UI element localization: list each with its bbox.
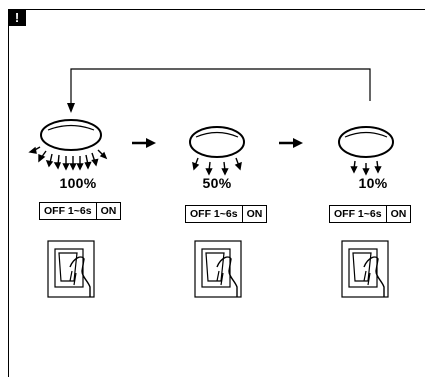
off-duration-label: OFF 1~6s — [40, 203, 97, 219]
brightness-level-100: 100% — [38, 175, 118, 191]
ceiling-lamp-icon — [190, 127, 244, 157]
warning-badge-text: ! — [8, 9, 26, 26]
switch-sequence-label: OFF 1~6s ON — [39, 202, 121, 220]
light-rays-10 — [352, 161, 381, 174]
diagram-frame — [8, 9, 425, 377]
switch-sequence-label: OFF 1~6s ON — [185, 205, 267, 223]
off-duration-label: OFF 1~6s — [330, 206, 387, 222]
hand-pressing-switch-icon — [342, 241, 388, 297]
brightness-level-10: 10% — [333, 175, 413, 191]
right-arrow-icon — [279, 138, 303, 148]
on-label: ON — [387, 206, 411, 222]
brightness-level-50: 50% — [177, 175, 257, 191]
on-label: ON — [97, 203, 121, 219]
light-rays-50 — [193, 158, 241, 174]
ceiling-lamp-icon — [41, 120, 101, 150]
hand-pressing-switch-icon — [48, 241, 94, 297]
on-label: ON — [243, 206, 267, 222]
off-duration-label: OFF 1~6s — [186, 206, 243, 222]
switch-sequence-label: OFF 1~6s ON — [329, 205, 411, 223]
ceiling-lamp-icon — [339, 127, 393, 157]
hand-pressing-switch-icon — [195, 241, 241, 297]
right-arrow-icon — [132, 138, 156, 148]
loop-back-arrow-icon — [67, 69, 370, 113]
